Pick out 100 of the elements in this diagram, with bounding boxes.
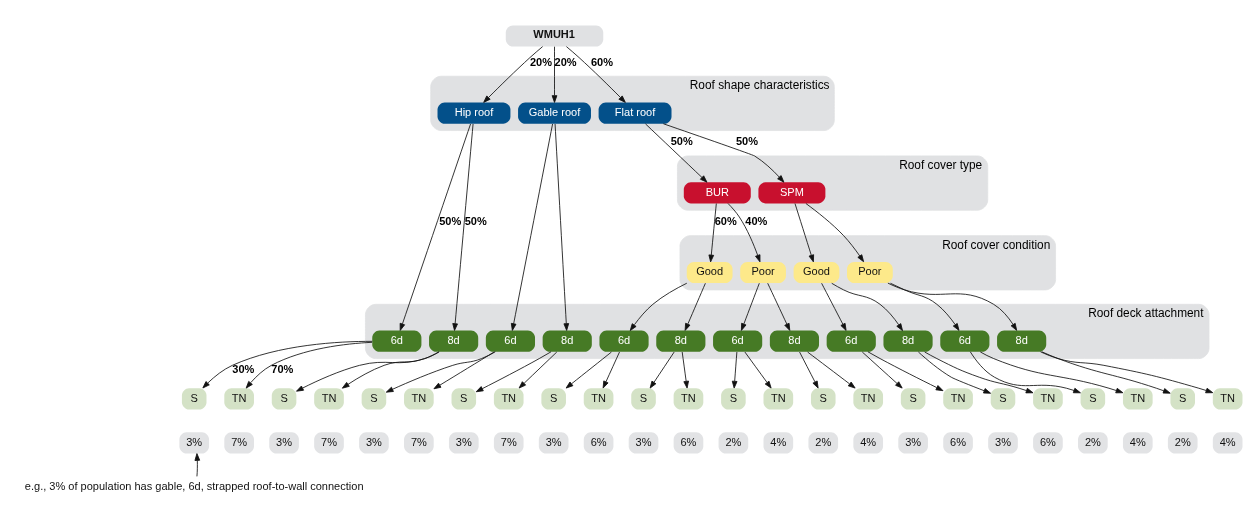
node-box: Gable roof (518, 102, 591, 124)
node-box: TN (404, 388, 434, 410)
arrow (731, 351, 738, 389)
node-box: 4% (763, 432, 794, 454)
node-box: 2% (1167, 432, 1198, 454)
node-box: TN (673, 388, 704, 410)
edge-label: 50% (439, 214, 462, 227)
node-box: 3% (898, 432, 928, 454)
node-box: WMUH1 (505, 25, 604, 47)
node-box: 6d (372, 330, 422, 352)
node-box: Poor (847, 261, 893, 284)
node-box: 3% (988, 432, 1018, 454)
node-box: 3% (628, 432, 659, 454)
arrow (740, 282, 760, 331)
node-box: 3% (448, 432, 479, 454)
arrow (194, 453, 201, 477)
arrow (684, 282, 706, 331)
node-box: TN (853, 388, 884, 410)
node-box: TN (763, 388, 794, 410)
node-box: 6d (940, 330, 990, 352)
node-box: 3% (359, 432, 389, 454)
node-box: 3% (269, 432, 299, 454)
node-box: 6d (713, 330, 763, 352)
arrow (645, 123, 708, 183)
node-box: 4% (1212, 432, 1243, 454)
node-box: 7% (493, 432, 524, 454)
node-box: Good (686, 261, 733, 284)
arrow (1040, 351, 1214, 394)
arrow (510, 123, 553, 331)
arrow (202, 340, 373, 389)
arrow (979, 351, 1124, 394)
arrow (831, 282, 903, 331)
node-box: 6d (485, 330, 535, 352)
arrow (744, 351, 772, 389)
arrow (861, 351, 903, 389)
node-box: Flat roof (598, 102, 672, 124)
node-box: BUR (683, 182, 751, 204)
arrow (821, 282, 847, 331)
node-box: Good (793, 261, 840, 284)
arrow (867, 351, 944, 392)
node-box: 4% (1122, 432, 1153, 454)
node-box: TN (1212, 388, 1243, 410)
arrow (341, 351, 440, 389)
edge-label: 20% (529, 55, 552, 68)
arrow (452, 123, 474, 331)
node-box: 2% (718, 432, 749, 454)
node-box: TN (224, 388, 254, 410)
arrow (727, 203, 761, 263)
arrow (629, 282, 688, 331)
arrow (805, 203, 865, 263)
node-box: 8d (883, 330, 933, 352)
edge-label: 30% (232, 363, 255, 376)
node-text: e.g., 3% of population has gable, 6d, strapped roof-to-wall connection (24, 479, 364, 492)
edge-label: 40% (745, 214, 768, 227)
arrow (794, 203, 815, 263)
node-box: 8d (769, 330, 819, 352)
node-box: Hip roof (437, 102, 511, 124)
arrow (566, 46, 626, 103)
node-box: TN (583, 388, 614, 410)
node-box: 6% (583, 432, 614, 454)
edge-label: 50% (735, 135, 758, 148)
node-box: TN (1033, 388, 1063, 410)
arrow (565, 351, 612, 389)
arrow (969, 351, 1081, 394)
arrow (245, 341, 373, 389)
node-box: TN (943, 388, 973, 410)
node-box: 8d (656, 330, 706, 352)
arrow (1041, 351, 1171, 394)
node-box: TN (1122, 388, 1153, 410)
arrow (475, 351, 552, 393)
arrow (924, 351, 1034, 394)
arrow (799, 351, 819, 389)
arrow (399, 123, 471, 331)
node-box: Poor (740, 261, 786, 284)
arrow (385, 351, 496, 393)
arrow (602, 351, 620, 389)
node-box: TN (314, 388, 344, 410)
arrow (433, 351, 495, 390)
arrow (890, 282, 960, 331)
arrow (649, 351, 675, 389)
arrow (662, 123, 785, 183)
arrow (518, 351, 558, 389)
edge-label: 50% (464, 214, 487, 227)
node-box: 6% (673, 432, 704, 454)
node-box: 8d (997, 330, 1047, 352)
node-box: 6% (943, 432, 973, 454)
edge-label: 60% (590, 55, 614, 68)
node-box: 4% (853, 432, 884, 454)
node-box: 8d (542, 330, 592, 352)
arrow (767, 282, 791, 331)
node-box: 2% (1078, 432, 1108, 454)
node-box: 7% (404, 432, 434, 454)
node-box: 7% (224, 432, 254, 454)
node-box: 6% (1033, 432, 1063, 454)
arrow (551, 46, 558, 103)
node-box: 7% (314, 432, 344, 454)
node-box: 2% (808, 432, 839, 454)
node-box: SPM (758, 182, 826, 204)
arrow (708, 203, 717, 263)
arrow (483, 46, 544, 103)
